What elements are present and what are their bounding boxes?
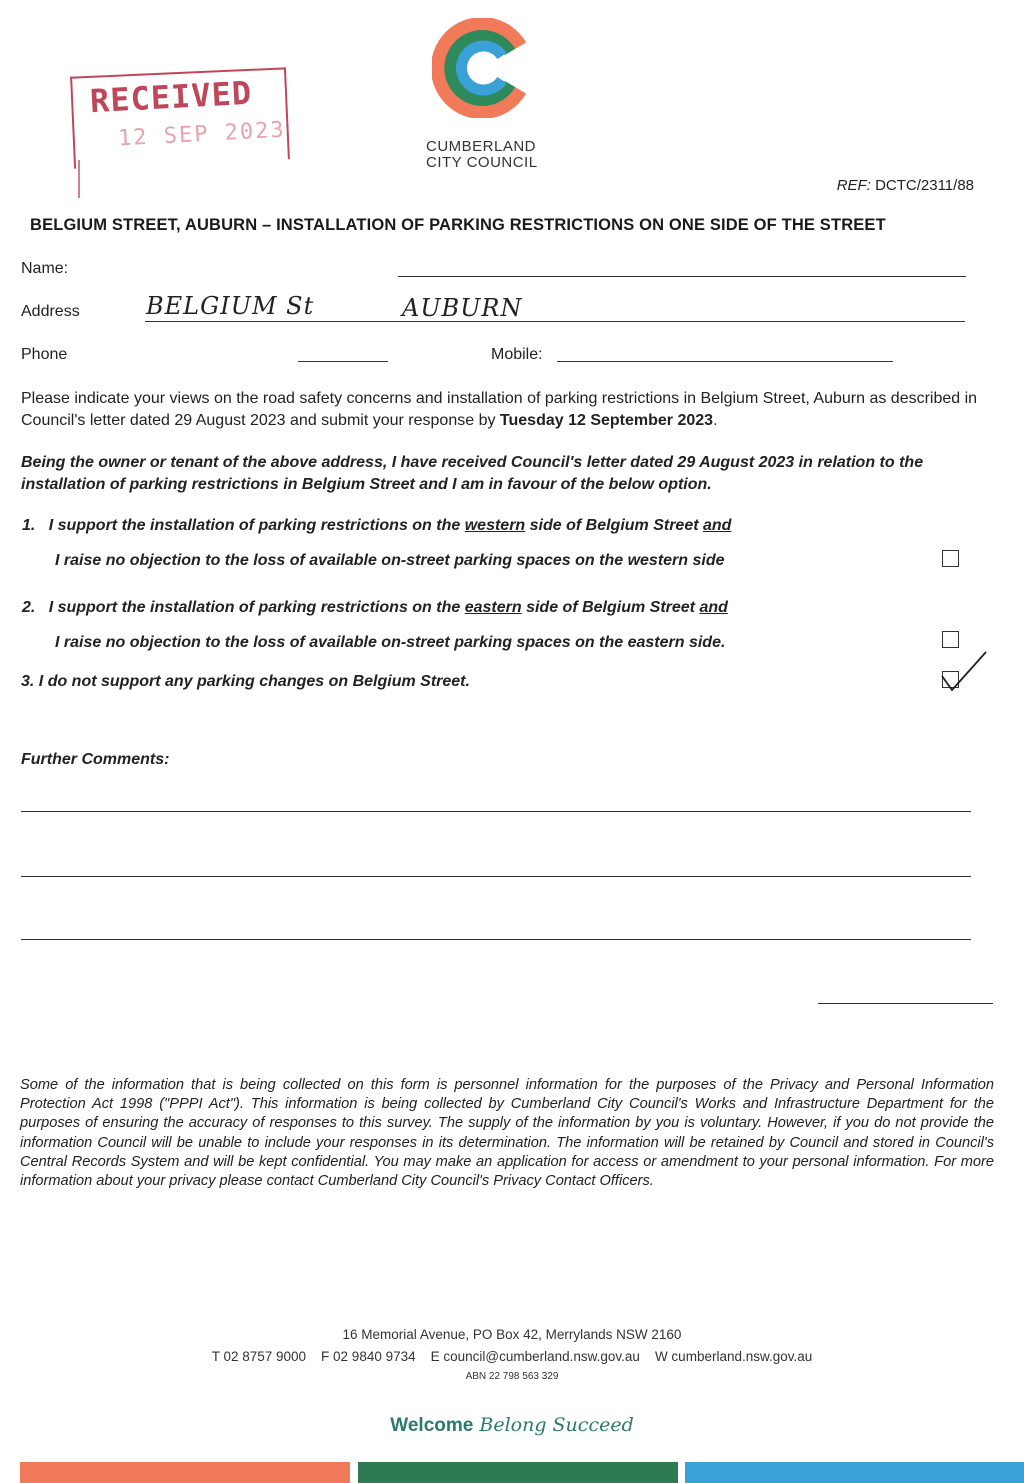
intro-text: Please indicate your views on the road s… bbox=[21, 390, 978, 429]
reference-label: REF: bbox=[836, 177, 871, 194]
council-name: CUMBERLAND CITY COUNCIL bbox=[426, 139, 538, 171]
phone-label: Phone bbox=[21, 346, 68, 363]
tagline-rest: Belong Succeed bbox=[473, 1414, 634, 1436]
checkmark-icon bbox=[941, 651, 987, 692]
footer-address: 16 Memorial Avenue, PO Box 42, Merryland… bbox=[342, 1327, 682, 1342]
option-3-line: 3. I do not support any parking changes … bbox=[21, 673, 470, 691]
council-name-line2: CITY COUNCIL bbox=[426, 154, 538, 171]
footer-band-blue bbox=[685, 1462, 1024, 1483]
address-handwritten-street: BELGIUM St bbox=[146, 292, 315, 320]
footer-abn: ABN 22 798 563 329 bbox=[465, 1371, 559, 1382]
intro-paragraph: Please indicate your views on the road s… bbox=[21, 388, 1006, 432]
option-1-side: western bbox=[464, 517, 526, 534]
stamp-mark bbox=[78, 160, 80, 198]
footer-contacts: T 02 8757 9000 F 02 9840 9734 E council@… bbox=[211, 1349, 813, 1364]
declaration-paragraph: Being the owner or tenant of the above a… bbox=[21, 454, 924, 493]
option-3-number: 3. bbox=[21, 673, 35, 690]
option-1-line2: I raise no objection to the loss of avai… bbox=[55, 552, 725, 569]
address-field[interactable] bbox=[145, 321, 965, 322]
tagline: Welcome Belong Succeed bbox=[0, 1414, 1024, 1437]
option-2-text-a: I support the installation of parking re… bbox=[48, 599, 465, 616]
intro-deadline: Tuesday 12 September 2023 bbox=[499, 412, 714, 429]
address-handwritten-suburb: AUBURN bbox=[402, 294, 523, 322]
cumberland-c-logo-icon bbox=[432, 18, 527, 118]
option-2-number: 2. bbox=[22, 599, 36, 616]
name-field[interactable] bbox=[398, 276, 966, 277]
option-1-text-a: I support the installation of parking re… bbox=[48, 517, 465, 534]
option-3-text: I do not support any parking changes on … bbox=[38, 673, 470, 690]
phone-field[interactable] bbox=[298, 361, 388, 362]
footer-band-green bbox=[358, 1462, 678, 1483]
further-comments-label: Further Comments: bbox=[21, 751, 170, 768]
option-2-side: eastern bbox=[464, 599, 522, 616]
privacy-notice: Some of the information that is being co… bbox=[20, 1077, 994, 1190]
option-1-line1: 1. I support the installation of parking… bbox=[22, 517, 731, 535]
option-2-line2: I raise no objection to the loss of avai… bbox=[55, 634, 726, 651]
mobile-field[interactable] bbox=[557, 361, 893, 362]
comments-line-3[interactable] bbox=[21, 939, 971, 940]
signature-line[interactable] bbox=[818, 1003, 993, 1004]
option-2-text-b: side of Belgium Street bbox=[521, 599, 700, 616]
tagline-welcome: Welcome bbox=[390, 1415, 474, 1436]
option-1-checkbox[interactable] bbox=[942, 550, 959, 567]
option-2-line1: 2. I support the installation of parking… bbox=[22, 599, 728, 617]
address-label: Address bbox=[21, 303, 80, 320]
reference-number: REF: DCTC/2311/88 bbox=[837, 177, 974, 194]
option-2-checkbox[interactable] bbox=[942, 631, 959, 648]
option-1-and: and bbox=[703, 517, 732, 534]
council-name-line1: CUMBERLAND bbox=[426, 138, 537, 155]
name-label: Name: bbox=[21, 260, 69, 277]
comments-line-2[interactable] bbox=[21, 876, 971, 877]
mobile-label: Mobile: bbox=[491, 346, 543, 363]
option-1-number: 1. bbox=[22, 517, 36, 534]
option-1-text-b: side of Belgium Street bbox=[525, 517, 703, 534]
reference-value: DCTC/2311/88 bbox=[875, 177, 974, 194]
comments-line-1[interactable] bbox=[21, 811, 971, 812]
intro-end: . bbox=[713, 412, 718, 429]
option-2-and: and bbox=[699, 599, 728, 616]
footer-band-orange bbox=[20, 1462, 350, 1483]
page-title: BELGIUM STREET, AUBURN – INSTALLATION OF… bbox=[30, 216, 886, 234]
